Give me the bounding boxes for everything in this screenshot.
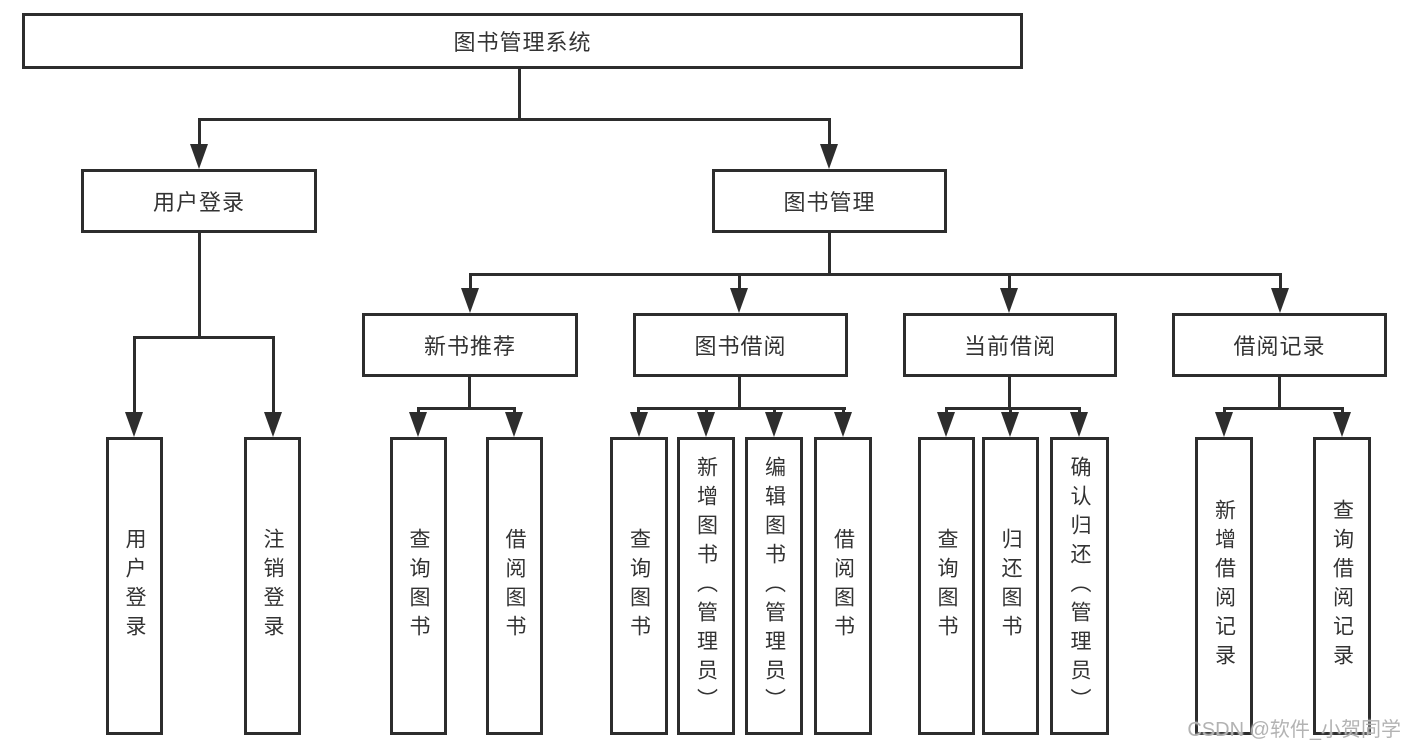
arrowhead-cb-return [1001,412,1019,437]
arrowhead-new-books [461,288,479,313]
leaf-logout-label: 注销登录 [261,528,284,644]
node-borrowing-records: 借阅记录 [1172,313,1387,377]
leaf-bb-borrow-books: 借阅图书 [814,437,872,735]
connector-new-books-stem [468,377,471,409]
connector-borrow-records-stem [1278,377,1281,409]
arrowhead-nb-query [409,412,427,437]
leaf-cb-query-books-label: 查询图书 [935,528,958,644]
connector-drop-cb-query [945,407,948,415]
leaf-user-login-label: 用户登录 [123,528,146,644]
connector-drop-user-login [198,118,201,148]
arrowhead-book-mgmt [820,144,838,169]
connector-user-login-rail [133,336,275,339]
node-book-management-label: 图书管理 [783,190,876,215]
connector-drop-logout-leaf [272,336,275,414]
leaf-cb-query-books: 查询图书 [918,437,975,735]
connector-current-borrow-stem [1008,377,1011,409]
connector-book-borrow-rail [637,407,846,410]
node-user-login-label: 用户登录 [152,190,245,215]
leaf-cb-confirm-return-admin-label: 确认归还（管理员） [1068,455,1091,717]
connector-drop-bb-query [637,407,640,415]
node-current-borrowing: 当前借阅 [903,313,1117,377]
connector-drop-current-borrow [1008,273,1011,291]
node-root: 图书管理系统 [22,13,1023,69]
arrowhead-logout-leaf [264,412,282,437]
leaf-bb-edit-books-admin: 编辑图书（管理员） [745,437,803,735]
connector-drop-new-books [469,273,472,291]
connector-root-rail [198,118,831,121]
node-book-borrowing: 图书借阅 [633,313,848,377]
leaf-nb-borrow-books: 借阅图书 [486,437,543,735]
leaf-br-add-record: 新增借阅记录 [1195,437,1253,735]
leaf-cb-return-books-label: 归还图书 [999,528,1022,644]
leaf-nb-borrow-books-label: 借阅图书 [503,528,526,644]
arrowhead-user-login [190,144,208,169]
node-book-borrowing-label: 图书借阅 [694,334,787,359]
connector-current-borrow-rail [945,407,1081,410]
leaf-nb-query-books-label: 查询图书 [407,528,430,644]
connector-drop-borrow-records [1279,273,1282,291]
connector-drop-br-query [1341,407,1344,415]
arrowhead-bb-query [630,412,648,437]
connector-drop-bb-borrow [842,407,845,415]
leaf-bb-query-books: 查询图书 [610,437,668,735]
leaf-bb-borrow-books-label: 借阅图书 [831,528,855,644]
arrowhead-br-query [1333,412,1351,437]
node-user-login: 用户登录 [81,169,317,233]
arrowhead-bb-borrow [834,412,852,437]
arrowhead-bb-edit [765,412,783,437]
connector-drop-cb-confirm [1078,407,1081,415]
connector-drop-bb-add [705,407,708,415]
arrowhead-cb-confirm [1070,412,1088,437]
leaf-cb-confirm-return-admin: 确认归还（管理员） [1050,437,1109,735]
connector-drop-br-add [1223,407,1226,415]
connector-book-borrow-stem [738,377,741,409]
connector-drop-bb-edit [773,407,776,415]
arrowhead-login-leaf [125,412,143,437]
arrowhead-current-borrow [1000,288,1018,313]
connector-user-login-stem [198,233,201,336]
leaf-bb-query-books-label: 查询图书 [627,528,651,644]
leaf-logout: 注销登录 [244,437,301,735]
node-new-book-recommend-label: 新书推荐 [423,334,516,359]
arrowhead-cb-query [937,412,955,437]
leaf-br-add-record-label: 新增借阅记录 [1212,499,1236,673]
connector-root-stem [518,69,521,118]
node-book-management: 图书管理 [712,169,947,233]
arrowhead-bb-add [697,412,715,437]
node-root-label: 图书管理系统 [453,30,592,55]
leaf-bb-add-books-admin: 新增图书（管理员） [677,437,735,735]
leaf-br-query-record: 查询借阅记录 [1313,437,1371,735]
node-borrowing-records-label: 借阅记录 [1233,334,1326,359]
connector-drop-nb-query [417,407,420,415]
leaf-bb-add-books-admin-label: 新增图书（管理员） [694,455,718,717]
connector-new-books-rail [417,407,516,410]
leaf-br-query-record-label: 查询借阅记录 [1330,499,1354,673]
leaf-bb-edit-books-admin-label: 编辑图书（管理员） [762,455,786,717]
arrowhead-book-borrow [730,288,748,313]
csdn-watermark: CSDN @软件_小贺同学 [1187,719,1401,741]
leaf-cb-return-books: 归还图书 [982,437,1039,735]
arrowhead-br-add [1215,412,1233,437]
connector-drop-login-leaf [133,336,136,414]
node-new-book-recommend: 新书推荐 [362,313,578,377]
connector-drop-cb-return [1009,407,1012,415]
connector-book-mgmt-rail [469,273,1282,276]
leaf-user-login: 用户登录 [106,437,163,735]
connector-book-mgmt-stem [828,233,831,275]
node-current-borrowing-label: 当前借阅 [963,334,1056,359]
connector-drop-book-borrow [738,273,741,291]
arrowhead-borrow-records [1271,288,1289,313]
arrowhead-nb-borrow [505,412,523,437]
leaf-nb-query-books: 查询图书 [390,437,447,735]
connector-borrow-records-rail [1223,407,1344,410]
connector-drop-book-mgmt [828,118,831,148]
connector-drop-nb-borrow [513,407,516,415]
